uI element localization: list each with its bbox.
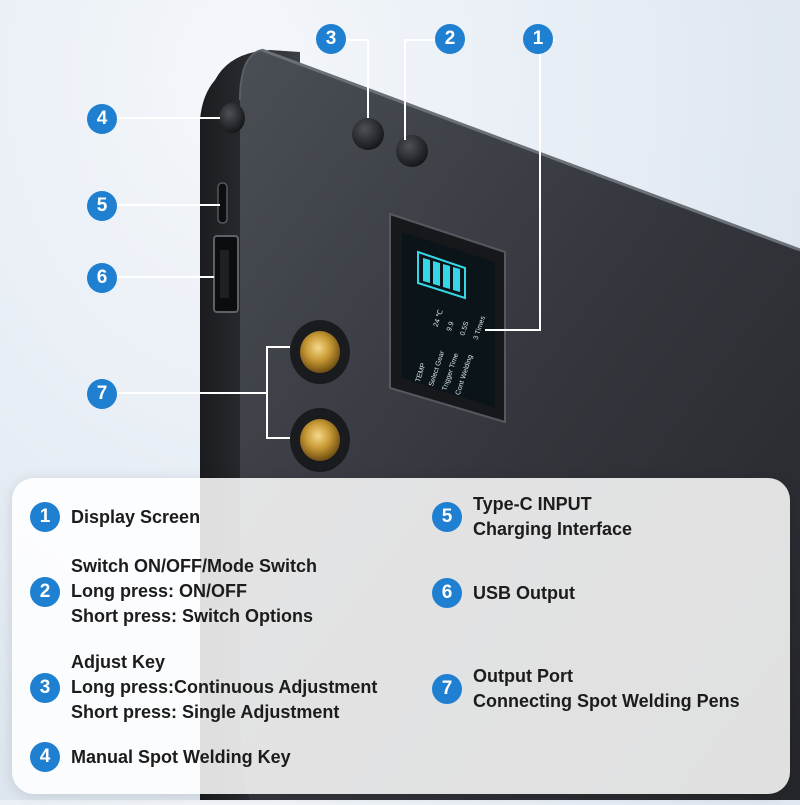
callout-badge-3: 3 — [316, 24, 346, 54]
manual-weld-key — [219, 103, 245, 133]
legend-number-1: 1 — [30, 502, 60, 532]
legend-text: Charging Interface — [473, 519, 633, 539]
callout-badge-2: 2 — [435, 24, 465, 54]
callout-badge-5: 5 — [87, 191, 117, 221]
screen-value-trigger: 0.5S — [459, 320, 470, 336]
legend-text: Long press:Continuous Adjustment — [71, 677, 378, 697]
legend-text: Short press: Switch Options — [71, 606, 314, 626]
callout-badge-7: 7 — [87, 379, 117, 409]
adjust-key — [352, 118, 384, 150]
callout-badge-6: 6 — [87, 263, 117, 293]
legend-text: Output Port — [473, 666, 573, 686]
legend-item-type-c-input: 5 Type-C INPUT Charging Interface — [432, 492, 632, 542]
legend-text: Display Screen — [71, 506, 201, 527]
legend-text: Type-C INPUT — [473, 494, 592, 514]
power-mode-switch — [396, 135, 428, 167]
legend-item-display-screen: 1 Display Screen — [30, 502, 200, 532]
legend-text: Manual Spot Welding Key — [71, 746, 291, 767]
legend-item-power-switch: 2 Switch ON/OFF/Mode Switch Long press: … — [30, 554, 317, 629]
legend-item-usb-output: 6 USB Output — [432, 578, 575, 608]
legend-item-manual-weld-key: 4 Manual Spot Welding Key — [30, 742, 291, 772]
legend-number-7: 7 — [432, 674, 462, 704]
legend-number-2: 2 — [30, 576, 60, 607]
legend-text: USB Output — [473, 582, 575, 603]
output-port-1 — [290, 320, 350, 384]
legend-text: Long press: ON/OFF — [71, 581, 248, 601]
legend-number-4: 4 — [30, 742, 60, 772]
legend-number-6: 6 — [432, 578, 462, 608]
legend-text: Short press: Single Adjustment — [71, 702, 340, 722]
legend-number-5: 5 — [432, 502, 462, 532]
callout-badge-1: 1 — [523, 24, 553, 54]
legend-text: Connecting Spot Welding Pens — [473, 691, 740, 711]
battery-icon — [417, 250, 466, 300]
legend-text: Adjust Key — [71, 652, 166, 672]
screen-value-gear: 9.9 — [446, 321, 456, 333]
legend-item-output-port: 7 Output Port Connecting Spot Welding Pe… — [432, 664, 740, 714]
legend-panel: 1 Display Screen 2 Switch ON/OFF/Mode Sw… — [12, 478, 790, 794]
callout-badge-4: 4 — [87, 104, 117, 134]
legend-number-3: 3 — [30, 672, 60, 703]
output-port-2 — [290, 408, 350, 472]
legend-item-adjust-key: 3 Adjust Key Long press:Continuous Adjus… — [30, 650, 377, 725]
type-c-port — [217, 182, 228, 224]
legend-text: Switch ON/OFF/Mode Switch — [71, 556, 318, 576]
